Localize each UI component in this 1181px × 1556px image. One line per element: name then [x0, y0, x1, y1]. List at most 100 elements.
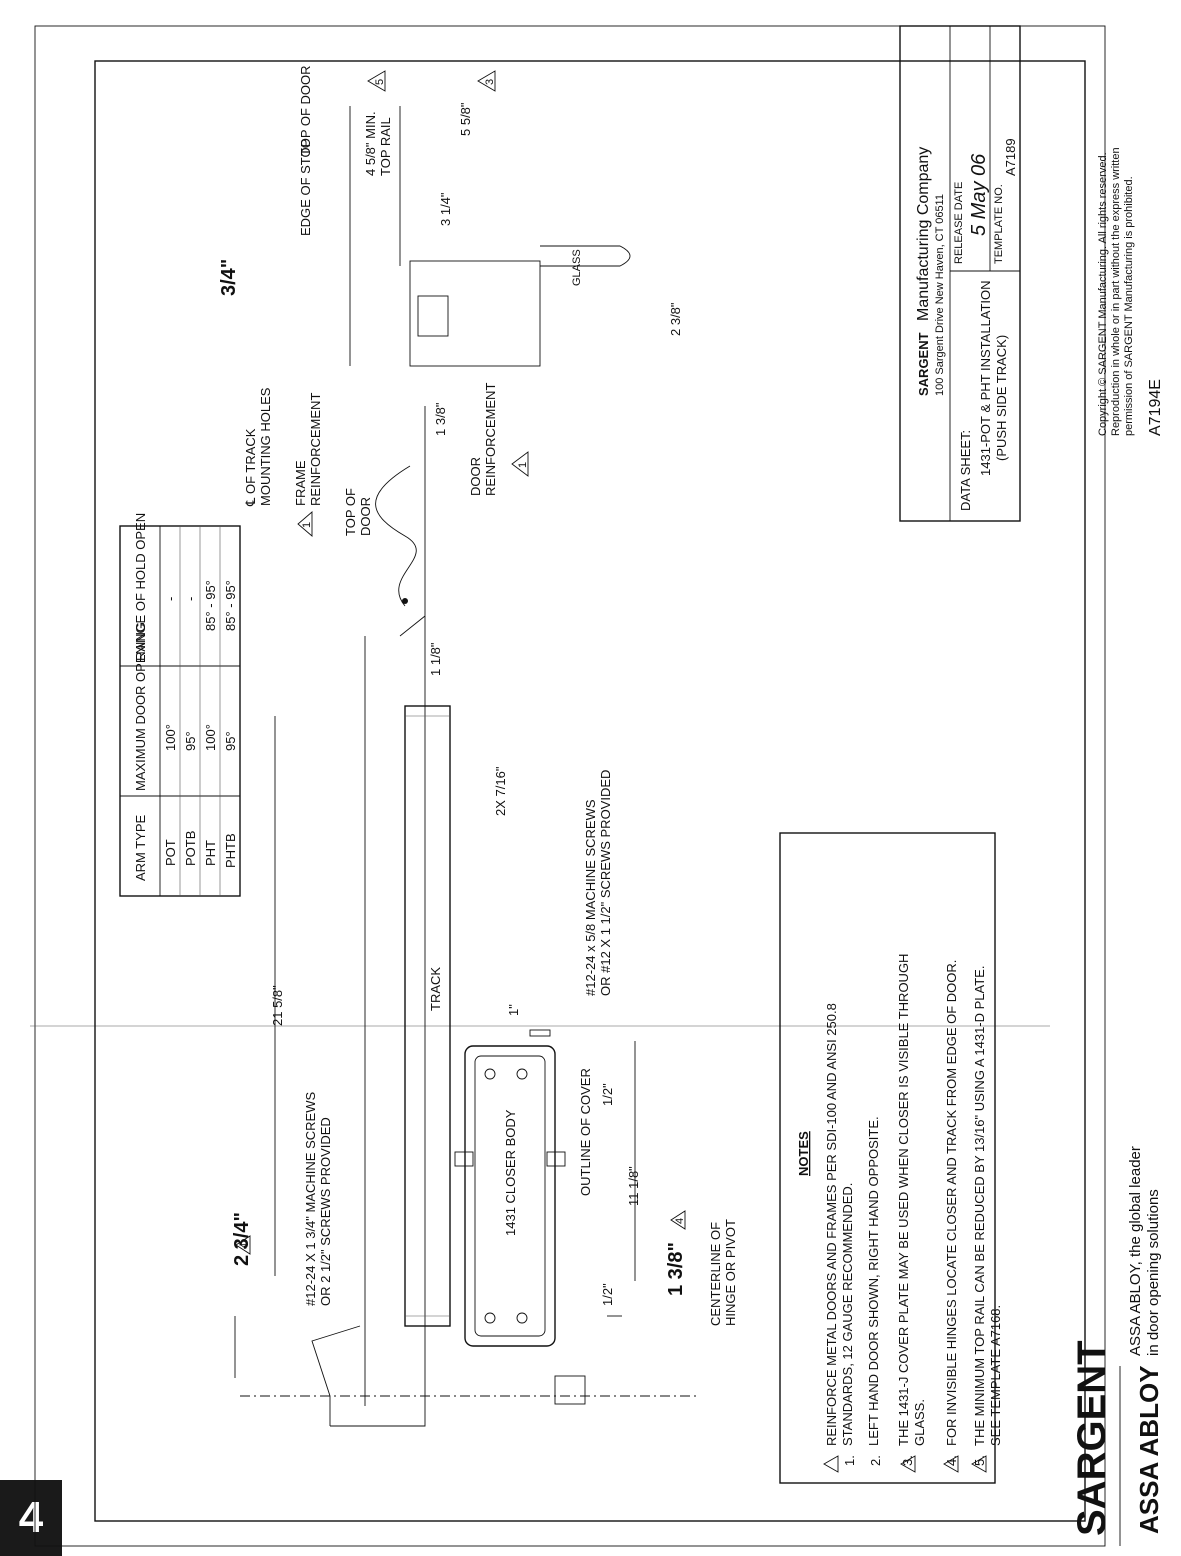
tb-release-value: 5 May 06 [968, 153, 990, 236]
glass-label: GLASS [571, 249, 583, 286]
flag-4a: 4 [239, 1243, 251, 1249]
arm-row-4-range: 85° - 95° [223, 580, 238, 631]
dim-5-5-8: 5 5/8" [458, 102, 473, 136]
outer-border [34, 25, 1106, 1547]
top-of-door-label: TOP OF DOOR [298, 65, 313, 156]
doc-code: A7194E [1147, 379, 1164, 436]
glass-section [540, 245, 631, 267]
track-screws-2: OR 2 1/2" SCREWS PROVIDED [318, 1117, 333, 1306]
centerline-label-1: CENTERLINE OF [708, 1222, 723, 1326]
arm-header-type: ARM TYPE [133, 814, 148, 881]
title-block: SARGENT Manufacturing Company 100 Sargen… [899, 25, 1021, 522]
track-screws-1: #12-24 X 1 3/4" MACHINE SCREWS [303, 1092, 318, 1306]
arm-row-3-max: 100° [203, 724, 218, 751]
dim-3-1-4: 3 1/4" [438, 192, 453, 226]
brand-strip: SARGENT ASSA ABLOY ASSA ABLOY, the globa… [1070, 147, 1164, 1546]
note-1-line-2: STANDARDS, 12 GAUGE RECOMMENDED. [840, 1183, 855, 1446]
arm-row-1-range: - [163, 597, 178, 601]
hinge-pivot [554, 1375, 586, 1405]
arm-type-table: ARM TYPE MAXIMUM DOOR OPENING RANGE OF H… [119, 513, 241, 897]
note-3-line-2: GLASS. [912, 1399, 927, 1446]
closer-body [474, 1055, 546, 1337]
top-rail-1: 4 5/8" MIN. [363, 111, 378, 176]
frame-reinforcement [417, 295, 449, 337]
top-of-door-2: DOOR [358, 497, 373, 536]
frame-reinf-2: REINFORCEMENT [308, 393, 323, 506]
copyright-line-2: Reproduction in whole or in part without… [1110, 147, 1122, 436]
closer-screw-4 [516, 1068, 528, 1080]
tb-company: Manufacturing Company [915, 147, 932, 321]
arm-row-2-type: POTB [183, 831, 198, 866]
flag-4b: 4 [674, 1218, 686, 1224]
edge-of-stop: EDGE OF STOP [298, 139, 313, 236]
note-2-number: 2. [868, 1455, 883, 1466]
dim-2x-7-16: 2X 7/16" [493, 766, 508, 816]
flag-1a: 1 [301, 522, 313, 528]
note-5-number: 5. [972, 1455, 987, 1466]
title-block-frame [899, 25, 1021, 522]
notes-frame [779, 832, 996, 1484]
flag-1b: 1 [517, 462, 529, 468]
sargent-logo: SARGENT [1070, 1340, 1114, 1536]
flag-3: 3 [484, 79, 496, 85]
dim-3-4: 3/4" [218, 259, 240, 296]
note-3-flag [900, 1455, 916, 1473]
arm-row-1-type: POT [163, 839, 178, 866]
tb-release-label: RELEASE DATE [953, 182, 965, 264]
track-label: TRACK [428, 967, 443, 1011]
note-1-number: 1. [842, 1455, 857, 1466]
dim-half-b: 1/2" [600, 1083, 615, 1106]
note-4-number: 4. [944, 1455, 959, 1466]
closer-screws-1: #12-24 x 5/8 MACHINE SCREWS [583, 799, 598, 996]
door-reinf-1: DOOR [468, 457, 483, 496]
brand-tagline-2: in door opening solutions [1145, 1189, 1162, 1356]
outline-cover-label: OUTLINE OF COVER [578, 1068, 593, 1196]
arm-header-range: RANGE OF HOLD OPEN [133, 513, 148, 661]
dim-1-1-8: 1 1/8" [428, 642, 443, 676]
top-of-door-1: TOP OF [343, 488, 358, 536]
top-of-door-break [375, 465, 417, 607]
tb-title-2: (PUSH SIDE TRACK) [994, 335, 1009, 461]
track-holes-2: MOUNTING HOLES [258, 387, 273, 506]
note-2-line-1: LEFT HAND DOOR SHOWN, RIGHT HAND OPPOSIT… [866, 1116, 881, 1446]
note-5-line-2: SEE TEMPLATE A7168. [988, 1305, 1003, 1446]
frame-reinf-1: FRAME [293, 460, 308, 506]
drawing-border [94, 60, 1086, 1522]
copyright-line-1: Copyright © SARGENT Manufacturing. All r… [1097, 152, 1109, 436]
note-5-flag [971, 1455, 987, 1473]
door-top-edge [330, 406, 426, 1427]
dim-half-a: 1/2" [600, 1283, 615, 1306]
notes-box: NOTES 1. REINFORCE METAL DOORS AND FRAME… [779, 832, 1003, 1484]
notes-heading: NOTES [796, 1131, 811, 1176]
tb-title-1: 1431-POT & PHT INSTALLATION [978, 280, 993, 476]
closer-screws-2: OR #12 X 1 1/2" SCREWS PROVIDED [598, 770, 613, 996]
copyright-line-3: permission of SARGENT Manufacturing is p… [1123, 176, 1135, 436]
arm-row-4-max: 95° [223, 731, 238, 751]
note-5-line-1: THE MINIMUM TOP RAIL CAN BE REDUCED BY 1… [972, 966, 987, 1446]
tb-address: 100 Sargent Drive New Haven, CT 06511 [934, 194, 946, 396]
arm-header-max: MAXIMUM DOOR OPENING [133, 622, 148, 791]
closer-screw-3 [484, 1068, 496, 1080]
door-outline-left [311, 1325, 361, 1426]
arm-row-3-type: PHT [203, 840, 218, 866]
dim-1-3-8: 1 3/8" [665, 1242, 687, 1296]
note-4-flag [943, 1455, 959, 1473]
tb-template-label: TEMPLATE NO. [993, 184, 1005, 264]
note-3-number: 3. [900, 1455, 915, 1466]
tb-template-value: A7189 [1003, 138, 1018, 176]
note-1-line-1: REINFORCE METAL DOORS AND FRAMES PER SDI… [824, 1003, 839, 1446]
arm-row-4-type: PHTB [223, 833, 238, 868]
outline-of-cover [464, 1045, 556, 1347]
dim-1-3-8-section: 1 3/8" [433, 402, 448, 436]
door-reinf-2: REINFORCEMENT [483, 383, 498, 496]
tb-data-sheet-label: DATA SHEET: [958, 430, 973, 511]
note-4-line-1: FOR INVISIBLE HINGES LOCATE CLOSER AND T… [944, 960, 959, 1446]
assa-abloy-logo: ASSA ABLOY [1134, 1365, 1164, 1534]
arm-row-2-max: 95° [183, 731, 198, 751]
track-holes-1: ℄ OF TRACK [243, 428, 258, 507]
arm-row-2-range: - [183, 597, 198, 601]
page-number-badge: 4 [0, 1480, 62, 1556]
arm-row-3-range: 85° - 95° [203, 580, 218, 631]
